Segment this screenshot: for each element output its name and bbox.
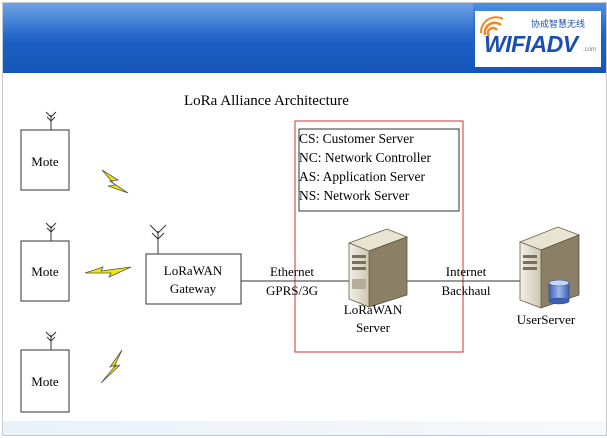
- bottom-band: [3, 421, 606, 435]
- database-icon: [548, 279, 570, 305]
- mote-box: [20, 240, 70, 302]
- server-label-line1: LoRaWAN: [344, 302, 403, 317]
- gateway-box: [145, 253, 242, 305]
- user-server-label: UserServer: [517, 312, 576, 327]
- mote-node: Mote: [20, 222, 70, 302]
- antenna-icon: [45, 331, 57, 350]
- link-user-label-line2: Backhaul: [441, 283, 490, 298]
- mote-label: Mote: [31, 374, 59, 389]
- antenna-icon: [45, 111, 57, 130]
- logo: 协成智慧无线 WIFIADV .com: [475, 11, 601, 67]
- gateway-label-line1: LoRaWAN: [164, 263, 223, 278]
- network-server-highlight: [294, 120, 464, 353]
- mote-box: [20, 349, 70, 413]
- header-highlight: [3, 3, 473, 43]
- header-bar: 协成智慧无线 WIFIADV .com: [3, 3, 606, 73]
- lightning-icon: [101, 169, 129, 194]
- antenna-icon: [149, 224, 167, 254]
- legend-list: CS: Customer Server NC: Network Controll…: [299, 129, 457, 205]
- mote-label: Mote: [31, 264, 59, 279]
- diagram-title: LoRa Alliance Architecture: [184, 93, 349, 109]
- mote-label: Mote: [31, 154, 59, 169]
- legend-item: CS: Customer Server: [299, 131, 414, 146]
- legend-box: [298, 128, 460, 212]
- mote-box: [20, 129, 70, 191]
- antenna-icon: [45, 222, 57, 241]
- legend-item: NS: Network Server: [299, 188, 410, 203]
- link-user-label-line1: Internet: [446, 264, 487, 279]
- link-gateway-label-line2: GPRS/3G: [266, 283, 318, 298]
- lightning-icon: [84, 266, 132, 278]
- logo-text: WIFIADV: [484, 31, 578, 57]
- logo-subtitle: 协成智慧无线: [531, 20, 586, 30]
- gateway-label-line2: Gateway: [170, 281, 217, 296]
- lightning-icon: [100, 349, 123, 384]
- mote-node: Mote: [20, 331, 70, 413]
- server-icon: [347, 228, 409, 308]
- legend-item: AS: Application Server: [299, 169, 425, 184]
- link-gateway-label-line1: Ethernet: [270, 264, 314, 279]
- legend-item: NC: Network Controller: [299, 150, 431, 165]
- logo-domain: .com: [583, 47, 597, 53]
- gateway-node: LoRaWAN Gateway: [145, 224, 242, 305]
- server-label-line2: Server: [356, 320, 391, 335]
- architecture-diagram: LoRa Alliance Architecture Mote Mote: [20, 93, 581, 413]
- mote-node: Mote: [20, 111, 70, 191]
- wifi-waves-icon: [479, 16, 504, 37]
